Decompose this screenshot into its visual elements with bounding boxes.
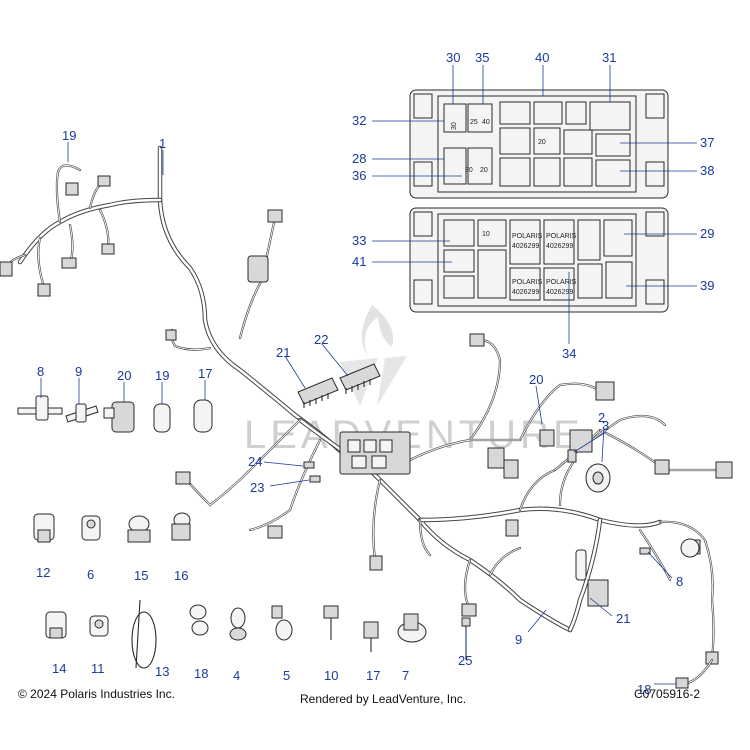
part-10: [323, 605, 339, 640]
callout-40[interactable]: 40: [535, 50, 549, 65]
callout-25[interactable]: 23: [250, 480, 264, 495]
fuse-40-label: 40: [482, 119, 490, 126]
callout-29[interactable]: 29: [700, 226, 714, 241]
callout-1[interactable]: 1: [159, 136, 166, 151]
watermark-text: LEADVENTURE: [244, 413, 584, 457]
callout-8b[interactable]: 8: [676, 574, 683, 589]
callout-3[interactable]: 3: [602, 418, 609, 433]
part-18: [189, 604, 209, 636]
callout-33[interactable]: 33: [352, 233, 366, 248]
callout-17[interactable]: 17: [366, 668, 380, 683]
callout-31[interactable]: 31: [602, 50, 616, 65]
fuse-30-label: 30: [451, 122, 458, 130]
part-9-tie: [65, 403, 99, 423]
relay-brand-3: POLARIS: [512, 279, 543, 286]
part-23: [297, 377, 339, 408]
callout-20b[interactable]: 19: [155, 368, 169, 383]
callout-36[interactable]: 36: [352, 168, 366, 183]
callout-16[interactable]: 16: [174, 568, 188, 583]
callout-30[interactable]: 30: [446, 50, 460, 65]
callouts: 19 1 8 9 20 19 17 21 22 24 23 20 2 3 8 9…: [36, 50, 714, 697]
callout-15[interactable]: 15: [134, 568, 148, 583]
part-7: [397, 613, 427, 643]
callout-9a[interactable]: 9: [75, 364, 82, 379]
callout-24[interactable]: 22: [314, 332, 328, 347]
callout-28[interactable]: 28: [352, 151, 366, 166]
part-15: [127, 515, 151, 543]
part-6: [81, 515, 101, 541]
part-21-clip: [103, 401, 135, 433]
callout-20a[interactable]: 19: [62, 128, 76, 143]
part-12: [33, 513, 55, 543]
part-11: [89, 615, 109, 637]
part-25: [309, 475, 321, 483]
callout-18[interactable]: 18: [194, 666, 208, 681]
footer: © 2024 Polaris Industries Inc. Rendered …: [18, 687, 700, 706]
part-20-boot: [153, 403, 171, 433]
callout-11[interactable]: 11: [91, 661, 105, 676]
harness-2: [175, 333, 733, 689]
callout-12[interactable]: 12: [36, 565, 50, 580]
part-26: [303, 461, 315, 469]
diagram-id: C0705916-2: [634, 687, 700, 701]
fuse-20-label: 20: [480, 167, 488, 174]
callout-7[interactable]: 7: [402, 668, 409, 683]
callout-35[interactable]: 35: [475, 50, 489, 65]
leader-lines: [40, 65, 697, 685]
rendered-by: Rendered by LeadVenture, Inc.: [300, 692, 466, 706]
relay-brand-2: POLARIS: [546, 233, 577, 240]
callout-2[interactable]: 2: [598, 410, 605, 425]
callout-39[interactable]: 39: [700, 278, 714, 293]
fuse-box-top: 30 25 40 30 20 20: [409, 89, 669, 199]
fuse-box-bottom: 10 POLARIS 4026299 POLARIS 4026299 POLAR…: [409, 207, 669, 313]
callout-27[interactable]: 25: [458, 653, 472, 668]
fuse-20b-label: 20: [538, 139, 546, 146]
callout-21b[interactable]: 20: [529, 372, 543, 387]
part-17: [363, 621, 379, 652]
relay-brand-1: POLARIS: [512, 233, 543, 240]
callout-34[interactable]: 34: [562, 346, 576, 361]
relay-pn-3: 4026299: [512, 289, 539, 296]
callout-13[interactable]: 13: [155, 664, 169, 679]
part-14: [45, 611, 67, 639]
part-5: [271, 605, 293, 641]
callout-4[interactable]: 4: [233, 668, 240, 683]
fuse-25-label: 25: [470, 119, 478, 126]
callout-6[interactable]: 6: [87, 567, 94, 582]
callout-37[interactable]: 37: [700, 135, 714, 150]
fuse-30b-label: 30: [465, 167, 473, 174]
part-19-boot: [193, 399, 213, 433]
callout-23[interactable]: 21: [276, 345, 290, 360]
fuse-10-label: 10: [482, 231, 490, 238]
callout-8a[interactable]: 8: [37, 364, 44, 379]
part-24: [339, 363, 381, 394]
part-13-strap: [131, 599, 157, 669]
callout-21a[interactable]: 20: [117, 368, 131, 383]
callout-19a[interactable]: 17: [198, 366, 212, 381]
callout-41[interactable]: 41: [352, 254, 366, 269]
callout-9b[interactable]: 9: [515, 632, 522, 647]
callout-5[interactable]: 5: [283, 668, 290, 683]
part-8-tie: [17, 395, 63, 421]
callout-10[interactable]: 10: [324, 668, 338, 683]
relay-pn-2: 4026299: [546, 243, 573, 250]
part-16: [171, 512, 191, 541]
callout-14[interactable]: 14: [52, 661, 66, 676]
relay-pn-1: 4026299: [512, 243, 539, 250]
callout-19b[interactable]: 18: [637, 682, 651, 697]
callout-38[interactable]: 38: [700, 163, 714, 178]
part-4: [229, 607, 247, 641]
callout-26[interactable]: 24: [248, 454, 262, 469]
relay-pn-4: 4026299: [546, 289, 573, 296]
callout-22[interactable]: 21: [616, 611, 630, 626]
relay-brand-4: POLARIS: [546, 279, 577, 286]
copyright: © 2024 Polaris Industries Inc.: [18, 687, 175, 701]
callout-32[interactable]: 32: [352, 113, 366, 128]
